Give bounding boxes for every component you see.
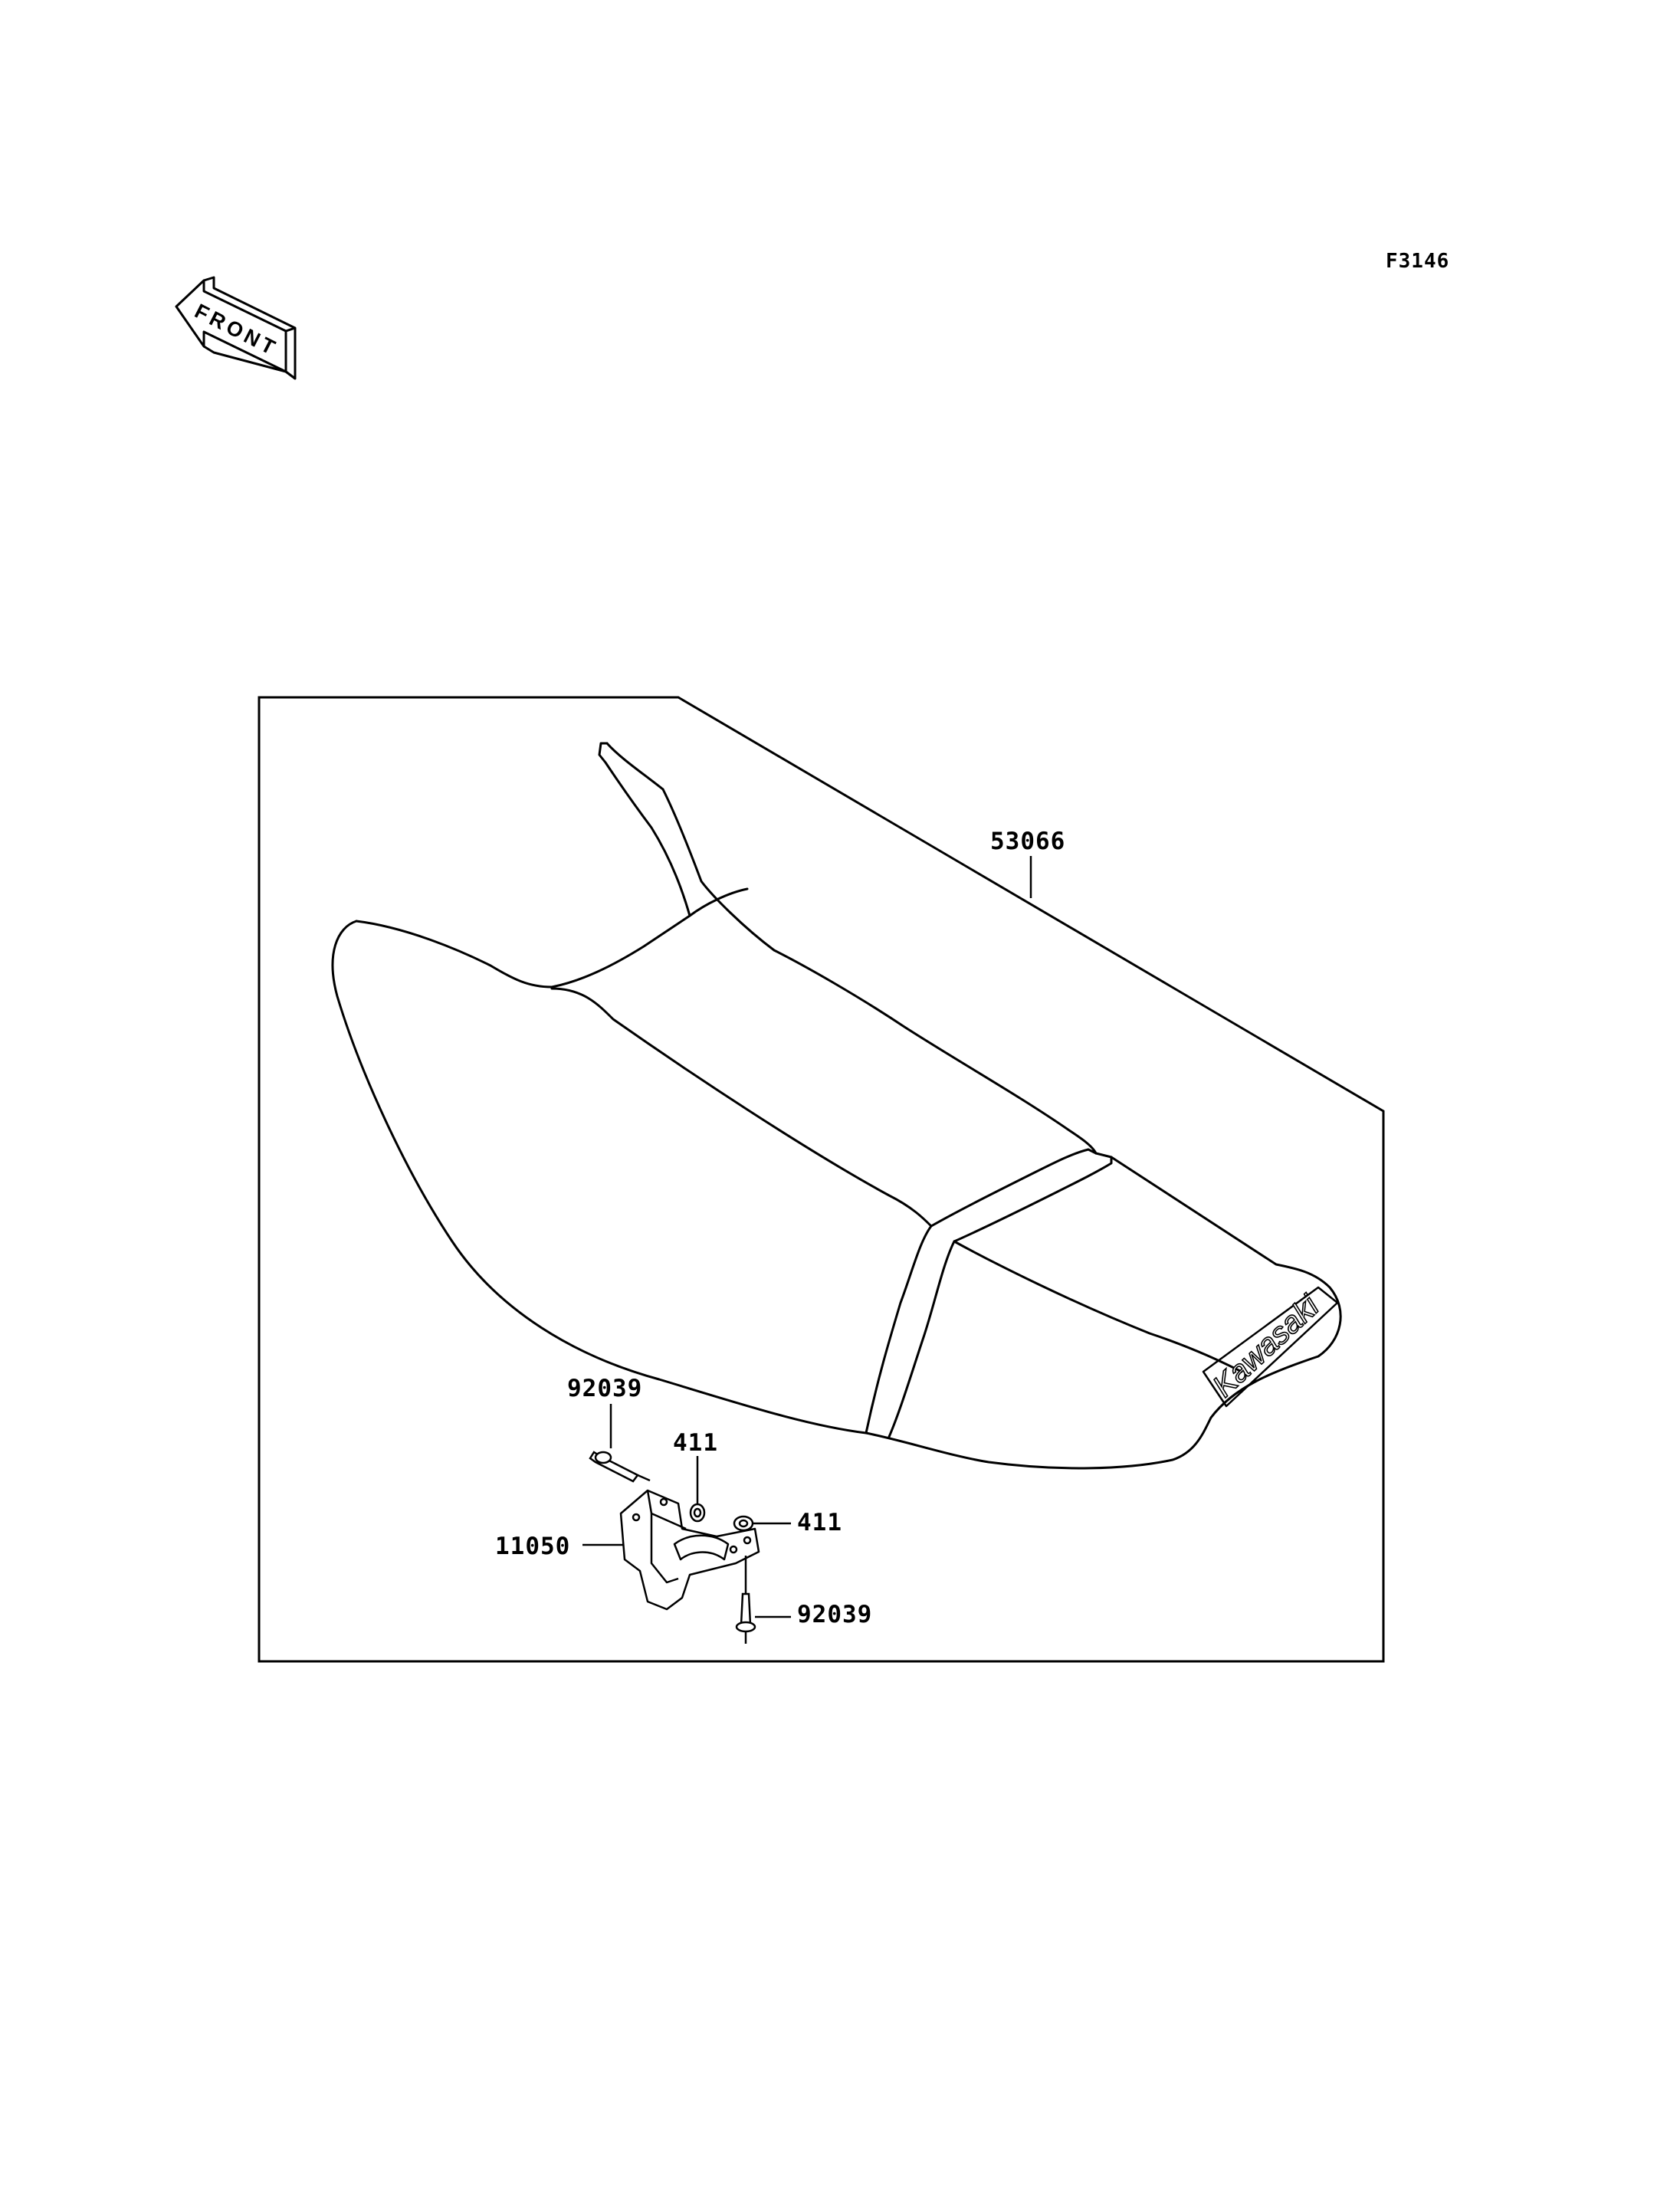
- bolt-upper-icon: [589, 1404, 651, 1483]
- callout-label-washer-upper: 411: [673, 1429, 718, 1457]
- callout-label-seat: 53066: [990, 828, 1066, 855]
- callout-label-bolt-upper: 92039: [567, 1375, 643, 1402]
- bracket-icon: [582, 1489, 760, 1611]
- washer-upper-icon: [689, 1456, 706, 1523]
- front-arrow-icon: FRONT: [175, 276, 297, 380]
- seat-drawing: [331, 742, 1342, 1470]
- bolt-lower-icon: [735, 1556, 791, 1644]
- callout-label-washer-right: 411: [797, 1509, 842, 1536]
- kawasaki-logo: Kawasaki: [1206, 1289, 1326, 1404]
- callout-label-bolt-lower: 92039: [797, 1601, 873, 1628]
- assembly-frame: [258, 696, 1385, 1663]
- figure-code: F3146: [1386, 250, 1450, 273]
- callout-label-bracket: 11050: [495, 1533, 571, 1560]
- washer-right-icon: [733, 1515, 791, 1532]
